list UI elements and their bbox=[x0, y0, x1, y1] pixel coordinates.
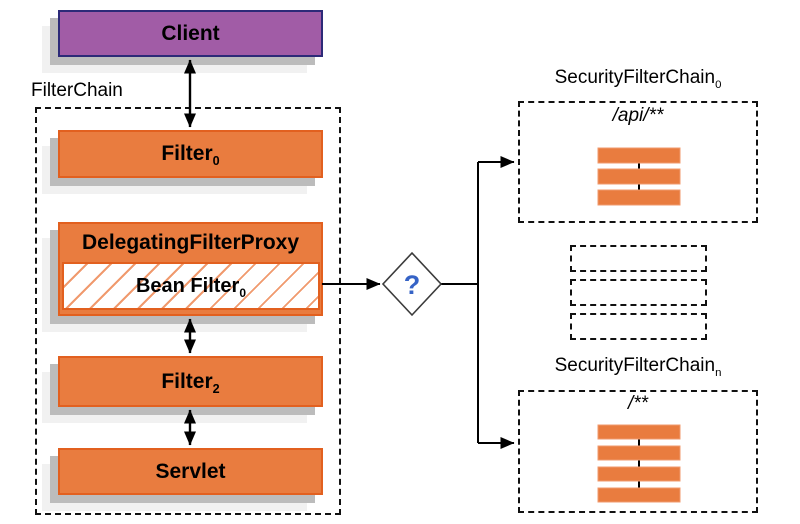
security-filter-chain-n-box bbox=[518, 390, 758, 513]
filterchain-label: FilterChain bbox=[31, 80, 123, 101]
servlet-label: Servlet bbox=[155, 459, 226, 483]
security-filter-chain-0-url-pattern: /api/** bbox=[612, 105, 664, 126]
filter0-label: Filter0 bbox=[161, 142, 220, 169]
filter2-label: Filter2 bbox=[161, 369, 220, 396]
filter0-box: Filter0 bbox=[58, 130, 323, 178]
bean-filter-label: Bean Filter0 bbox=[135, 274, 247, 300]
collapsed-chain-box bbox=[570, 245, 707, 272]
servlet-box: Servlet bbox=[58, 448, 323, 495]
collapsed-chains-stack bbox=[570, 245, 707, 347]
bean-filter-box: Bean Filter0 bbox=[62, 262, 320, 310]
security-filter-chain-0-box bbox=[518, 101, 758, 223]
security-filter-chain-n-url-pattern: /** bbox=[627, 393, 649, 414]
filter2-box: Filter2 bbox=[58, 356, 323, 407]
client-box: Client bbox=[58, 10, 323, 57]
security-filter-chain-n-label: SecurityFilterChainn bbox=[554, 355, 722, 379]
collapsed-chain-box bbox=[570, 279, 707, 306]
client-label: Client bbox=[161, 21, 220, 45]
delegating-filter-proxy-title: DelegatingFilterProxy bbox=[81, 230, 300, 254]
collapsed-chain-box bbox=[570, 313, 707, 340]
delegating-filter-proxy-box: DelegatingFilterProxy Bean Filter0 bbox=[58, 222, 323, 316]
security-filter-chain-0-label: SecurityFilterChain0 bbox=[554, 67, 722, 91]
decision-question-mark: ? bbox=[404, 270, 421, 300]
decision-diamond bbox=[381, 251, 443, 317]
